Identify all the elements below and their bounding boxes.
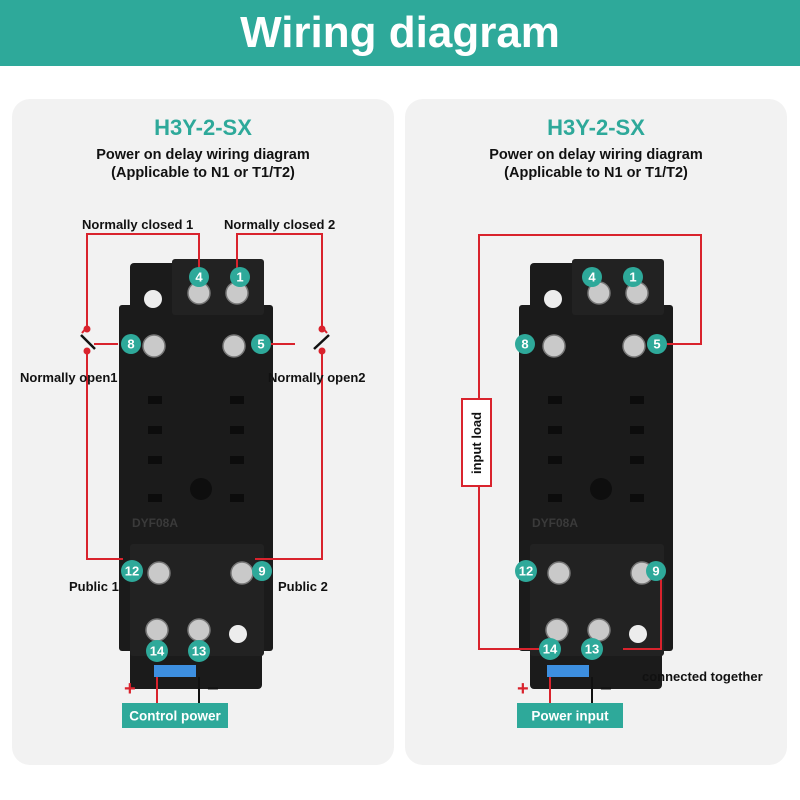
terminal-badge-5: 5 [251, 334, 271, 354]
label-public-1: Public 1 [69, 579, 119, 594]
left-screws [142, 281, 254, 642]
right-subtitle-line2: (Applicable to N1 or T1/T2) [504, 165, 688, 181]
right-subtitle-line1: Power on delay wiring diagram [489, 147, 703, 163]
page-title: Wiring diagram [0, 0, 800, 66]
left-plus-sign: + [124, 678, 136, 700]
svg-text:5: 5 [653, 337, 660, 352]
svg-text:input load: input load [469, 412, 484, 474]
label-public-2: Public 2 [278, 579, 328, 594]
left-subtitle-line1: Power on delay wiring diagram [96, 147, 310, 163]
svg-text:Power input: Power input [531, 709, 609, 724]
svg-text:8: 8 [127, 337, 134, 352]
terminal-badge-4-right: 4 [582, 267, 602, 287]
terminal-badge-8-right: 8 [515, 334, 535, 354]
terminal-badge-12: 12 [121, 560, 143, 582]
control-power-tag: Control power [122, 703, 228, 728]
blue-marker [154, 665, 196, 677]
right-plus-sign: + [517, 678, 529, 700]
svg-text:9: 9 [258, 564, 265, 579]
right-red-wires [478, 234, 702, 650]
right-minus-sign: − [600, 678, 612, 700]
label-normally-open-2: Normally open2 [268, 370, 366, 385]
terminal-badge-9: 9 [252, 561, 272, 581]
left-wiring-svg: DYF08A [20, 217, 366, 728]
terminal-badge-14-right: 14 [539, 638, 561, 660]
terminal-badge-8: 8 [121, 334, 141, 354]
power-input-tag: Power input [517, 703, 623, 728]
svg-text:4: 4 [588, 270, 596, 285]
blue-marker-right [547, 665, 589, 677]
svg-text:12: 12 [519, 564, 533, 579]
label-normally-closed-1: Normally closed 1 [82, 217, 193, 232]
svg-text:4: 4 [195, 270, 203, 285]
terminal-badge-4: 4 [189, 267, 209, 287]
left-red-wires [81, 233, 328, 560]
terminal-badge-9-right: 9 [646, 561, 666, 581]
terminal-badge-1: 1 [230, 267, 250, 287]
svg-text:13: 13 [192, 644, 206, 659]
svg-text:1: 1 [629, 270, 636, 285]
svg-text:12: 12 [125, 564, 139, 579]
terminal-badge-14: 14 [146, 640, 168, 662]
svg-text:14: 14 [150, 644, 165, 659]
terminal-badge-13: 13 [188, 640, 210, 662]
terminal-badge-1-right: 1 [623, 267, 643, 287]
right-diagram-panel: H3Y-2-SX Power on delay wiring diagram (… [405, 99, 787, 765]
label-connected-together: connected together [642, 669, 763, 684]
left-minus-sign: − [207, 678, 219, 700]
right-base-marking: DYF08A [532, 516, 578, 530]
label-normally-open-1: Normally open1 [20, 370, 118, 385]
svg-text:8: 8 [521, 337, 528, 352]
svg-text:9: 9 [652, 564, 659, 579]
right-model-title: H3Y-2-SX [547, 115, 645, 140]
input-load-box: input load [461, 398, 492, 487]
left-diagram-panel: H3Y-2-SX Power on delay wiring diagram (… [12, 99, 394, 765]
terminal-badge-12-right: 12 [515, 560, 537, 582]
svg-text:Control power: Control power [129, 709, 221, 724]
terminal-badge-13-right: 13 [581, 638, 603, 660]
label-normally-closed-2: Normally closed 2 [224, 217, 335, 232]
svg-text:13: 13 [585, 642, 599, 657]
left-switch-contacts [80, 325, 330, 355]
left-subtitle-line2: (Applicable to N1 or T1/T2) [111, 165, 295, 181]
svg-text:14: 14 [543, 642, 558, 657]
svg-text:5: 5 [257, 337, 264, 352]
svg-text:1: 1 [236, 270, 243, 285]
left-base-marking: DYF08A [132, 516, 178, 530]
terminal-badge-5-right: 5 [647, 334, 667, 354]
left-model-title: H3Y-2-SX [154, 115, 252, 140]
right-wiring-svg: DYF08A input load connected together 4 1 [461, 234, 763, 728]
